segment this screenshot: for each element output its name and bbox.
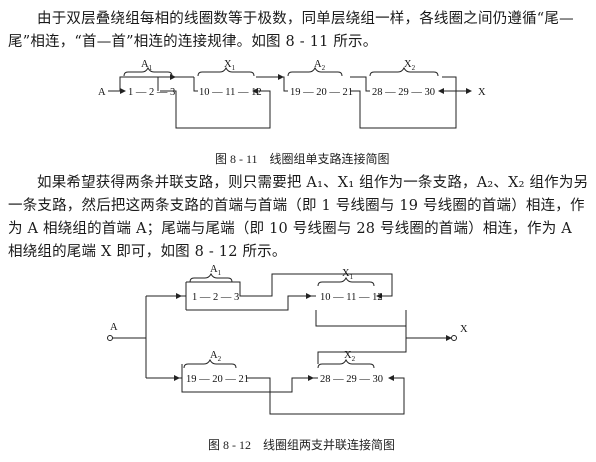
- fig2-coils-x1: 10 — 11 — 12: [320, 292, 383, 303]
- fig2-coils-x2: 28 — 29 — 30: [320, 374, 383, 385]
- fig1-coils-x2: 28 — 29 — 30: [372, 87, 435, 98]
- fig2-terminal-x: X: [460, 324, 468, 335]
- fig1-label-a2: A2: [314, 59, 326, 72]
- fig2-label-a2: A2: [210, 350, 222, 363]
- figure1-caption: 图 8 - 11 线圈组单支路连接简图: [215, 152, 390, 166]
- figure-single-branch-diagram: A 1 — 2 — 3 A1 10 — 11 — 12 X1 19 — 20 —…: [98, 59, 486, 129]
- fig2-label-x1: X1: [342, 268, 354, 281]
- fig2-label-x2: X2: [344, 350, 356, 363]
- fig2-coils-a1: 1 — 2 — 3: [192, 292, 239, 303]
- fig1-label-x2: X2: [404, 59, 416, 72]
- fig2-coils-a2: 19 — 20 — 21: [186, 374, 249, 385]
- fig2-label-a1: A1: [210, 264, 222, 277]
- fig1-terminal-x: X: [478, 87, 486, 98]
- fig1-label-a1: A1: [141, 59, 153, 72]
- fig1-coils-a2: 19 — 20 — 21: [290, 87, 353, 98]
- fig1-terminal-a: A: [98, 87, 106, 98]
- fig1-coils-x1: 10 — 11 — 12: [199, 87, 262, 98]
- figure2-caption: 图 8 - 12 线圈组两支并联连接简图: [208, 438, 395, 452]
- figure-parallel-branch-diagram: A 1 — 2 — 3 A1 10 — 11 — 12 X1 X 19 — 20…: [107, 264, 468, 415]
- paragraph-intro: 由于双层叠绕组每相的线圈数等于极数，同单层绕组一样，各线圈之间仍遵循“尾—尾”相…: [8, 11, 574, 50]
- paragraph-parallel: 如果希望获得两条并联支路，则只需要把 A₁、X₁ 组作为一条支路，A₂、X₂ 组…: [8, 175, 589, 260]
- fig2-terminal-a: A: [110, 322, 118, 333]
- fig1-coils-a1: 1 — 2 — 3: [128, 87, 175, 98]
- fig1-label-x1: X1: [224, 59, 236, 72]
